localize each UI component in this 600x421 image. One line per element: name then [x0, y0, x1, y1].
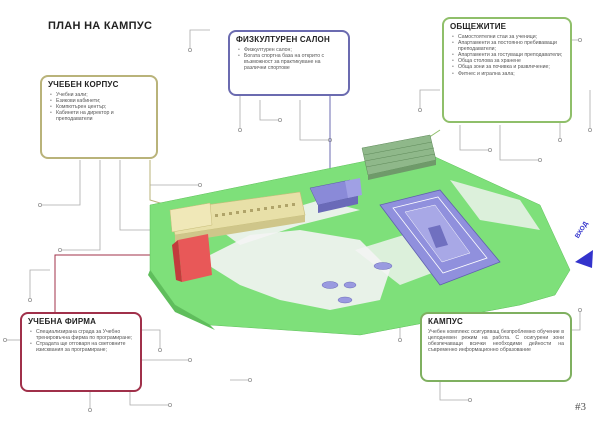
firm-item: Специализирана сграда за Учебно трениров… — [30, 329, 134, 341]
firm-title: УЧЕБНА ФИРМА — [28, 317, 97, 326]
dorm-item: Обща столова за хранене — [452, 58, 564, 64]
school-box: УЧЕБЕН КОРПУС Учебни зали; Езикови кабин… — [40, 75, 158, 159]
dorm-item: Фитнес и игрална зала; — [452, 71, 564, 77]
gym-building — [309, 178, 362, 213]
entrance-arrow-icon — [575, 250, 593, 268]
campus-title: КАМПУС — [428, 317, 464, 326]
dorm-item: Апартаменти за постоянно пребиваващи пре… — [452, 40, 564, 52]
school-item: Езикови кабинети; — [50, 98, 150, 104]
dorm-title: ОБЩЕЖИТИЕ — [450, 22, 507, 31]
fitness-title: ФИЗКУЛТУРЕН САЛОН — [236, 35, 330, 44]
firm-item: Страдата ще отговаря на световните изиск… — [30, 341, 134, 353]
fitness-item: Физкултурен салон; — [238, 47, 342, 53]
campus-path — [200, 230, 390, 310]
school-item: Кабинети на директор и преподаватели — [50, 110, 150, 122]
dorm-item: Апартаменти за гостуващи преподаватели; — [452, 52, 564, 58]
dorm-item: Обща зони за почивка и развлечение; — [452, 64, 564, 70]
school-item: Учебни зали; — [50, 92, 150, 98]
fitness-item: Богата спортна база на открито с възможн… — [238, 53, 342, 71]
campus-description: Учебен комплекс осигуряващ безпроблемно … — [428, 329, 564, 354]
school-item: Компютърен център; — [50, 104, 150, 110]
firm-building — [172, 234, 212, 282]
dorm-building — [361, 134, 437, 180]
fitness-box: ФИЗКУЛТУРЕН САЛОН Физкултурен салон; Бог… — [228, 30, 350, 96]
page-number: #3 — [575, 401, 586, 413]
dorm-box: ОБЩЕЖИТИЕ Самостоятелни стаи за ученици;… — [442, 17, 572, 123]
page-title: ПЛАН НА КАМПУС — [48, 20, 153, 32]
campus-box: КАМПУС Учебен комплекс осигуряващ безпро… — [420, 312, 572, 382]
firm-box: УЧЕБНА ФИРМА Специализирана сграда за Уч… — [20, 312, 142, 392]
dorm-item: Самостоятелни стаи за ученици; — [452, 34, 564, 40]
school-title: УЧЕБЕН КОРПУС — [48, 80, 119, 89]
